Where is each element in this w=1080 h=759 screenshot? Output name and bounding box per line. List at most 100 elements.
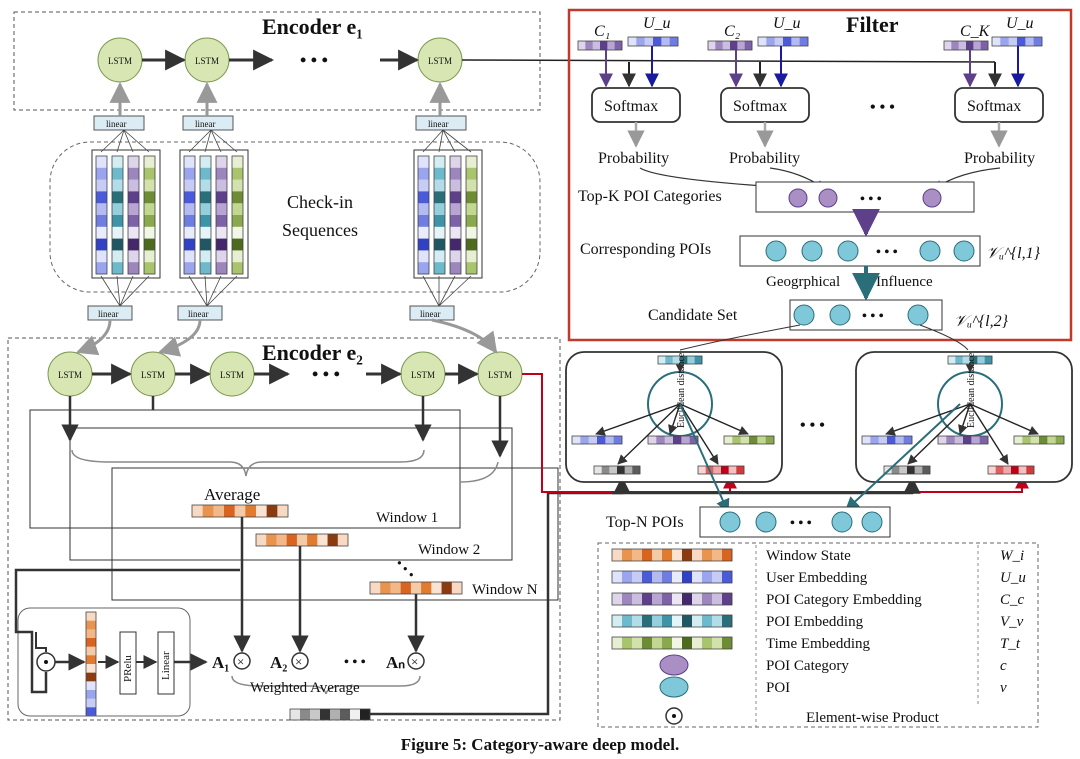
window-2-label: Window 2 (418, 542, 480, 558)
multiply-sign: × (411, 654, 418, 669)
figure-caption: Figure 5: Category-aware deep model. (400, 735, 680, 754)
flow-arrow (76, 319, 112, 356)
legend-row: User Embedding U_u (611, 570, 1026, 586)
category-embedding-bar (215, 155, 228, 275)
ellipsis: • • • (876, 245, 898, 260)
poi-node (953, 240, 975, 262)
flow-arrow (431, 318, 498, 354)
ellipsis: • • • (790, 516, 812, 531)
checkin-sequence-group (91, 129, 161, 307)
encoder1-lstm-cells: LSTM LSTM LSTM (97, 37, 463, 83)
poi-node (719, 511, 741, 533)
window-1-label: Window 1 (376, 510, 438, 526)
category-embedding-bar (937, 435, 989, 445)
aggregated-state-bar (593, 465, 641, 475)
legend-label: User Embedding (766, 570, 868, 586)
filter-title: Filter (846, 12, 899, 37)
poi-embedding-bar (947, 355, 993, 365)
checkin-label-line2: Sequences (282, 220, 358, 240)
legend-label: POI (766, 680, 790, 696)
red-output-line (522, 373, 1029, 493)
softmax-label: Softmax (967, 98, 1021, 115)
euclidean-distance-module: Euclidean distance (571, 352, 775, 475)
legend-row: POI Category Embedding C_c (611, 592, 1025, 608)
poi-node (907, 304, 929, 326)
loop-line (35, 632, 47, 652)
checkin-sequence-group (413, 129, 483, 307)
user-embedding-bar (757, 36, 809, 47)
euclidean-module-right (855, 351, 1073, 483)
category-nodes (788, 188, 942, 208)
lstm-label: LSTM (195, 56, 219, 66)
time-embedding-bar (465, 155, 478, 275)
time-embedding-bar (723, 435, 775, 445)
euclidean-distance-label: Euclidean distance (676, 352, 687, 428)
window-1-box (29, 409, 461, 529)
category-embedding-bar (943, 40, 989, 51)
user-embedding-bar (571, 435, 623, 445)
legend-swatch (611, 636, 733, 650)
poi-category-node (788, 188, 808, 208)
legend-label: POI Category Embedding (766, 592, 922, 608)
average-brace (71, 449, 425, 477)
euclidean-module-left (565, 351, 783, 483)
window-state-bar (369, 581, 463, 595)
poi-node (837, 240, 859, 262)
ellipsis: • • • (344, 655, 366, 670)
poi-node (755, 511, 777, 533)
flow-arrow (844, 403, 961, 511)
checkin-label-line1: Check-in (287, 192, 353, 212)
legend-label: Time Embedding (766, 636, 871, 652)
linear-label: linear (188, 309, 209, 319)
user-embedding-bar (991, 36, 1043, 47)
vu2-label: 𝒱ᵤ^{l,2} (954, 313, 1009, 330)
legend-symbol: U_u (1000, 570, 1026, 586)
lstm-label: LSTM (108, 56, 132, 66)
legend-swatch (611, 548, 733, 562)
legend-swatch (611, 592, 733, 606)
window-state-bar (255, 533, 349, 547)
encoder1-linear-layers: linear linear linear (93, 115, 467, 131)
vu1-label: 𝒱ᵤ^{l,1} (986, 245, 1041, 262)
multiply-icon (407, 652, 425, 670)
poi-embedding-bar (199, 155, 212, 275)
filter-box (567, 8, 1073, 342)
poi-icon (659, 676, 689, 698)
legend-symbol: V_v (1000, 614, 1024, 630)
encoder1-output-line (461, 59, 996, 63)
multiply-sign: × (295, 654, 302, 669)
lstm-label: LSTM (141, 370, 165, 380)
probability-label: Probability (598, 150, 669, 167)
corresponding-poi-nodes (765, 240, 975, 262)
uu-label: U_u (773, 15, 801, 32)
ellipsis: • • • (300, 50, 328, 70)
weighted-average-brace (231, 675, 421, 695)
candidate-link (919, 324, 969, 351)
average-label: Average (204, 485, 260, 504)
time-embedding-bar (1013, 435, 1065, 445)
probability-label: Probability (729, 150, 800, 167)
poi-category-node (922, 188, 942, 208)
euclidean-distance-label: Euclidean distance (966, 352, 977, 428)
category-embedding-bar (707, 40, 753, 51)
loop-line (14, 568, 240, 694)
user-embedding-bar (183, 155, 196, 275)
softmax-blocks: Softmax Softmax Softmax (591, 87, 1044, 123)
window-2-box (69, 427, 513, 561)
user-embedding-bar (417, 155, 430, 275)
legend-box (597, 542, 1039, 728)
a1-label: A₁ (212, 653, 229, 672)
weighted-average-label: Weighted Average (250, 680, 360, 696)
user-embedding-bar (861, 435, 913, 445)
legend-symbol: C_c (1000, 592, 1025, 608)
multiply-icon (291, 652, 309, 670)
linear-label: linear (195, 119, 216, 129)
attention-state-stack (85, 611, 97, 717)
candidate-label: Candidate Set (648, 307, 738, 324)
multiply-icon (233, 652, 251, 670)
lstm-label: LSTM (58, 370, 82, 380)
window-n-label: Window N (472, 582, 538, 598)
softmax-label: Softmax (604, 98, 658, 115)
